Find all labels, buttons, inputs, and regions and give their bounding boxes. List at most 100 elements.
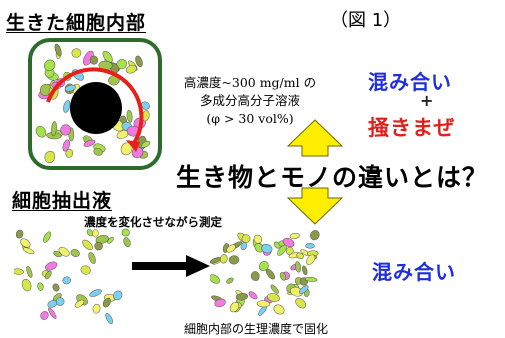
concentration-description: 高濃度~300 mg/ml の 多成分高分子溶液 (φ > 30 vol%) [170,74,330,128]
cell-illustration [28,38,162,170]
molecule-blob [92,229,99,238]
mixing-label-bottom: 混み合い [372,260,456,284]
concentration-line-3: (φ > 30 vol%) [206,111,294,126]
molecule-blob [26,266,33,278]
molecule-blob [71,48,82,58]
molecule-blob [253,234,263,244]
molecule-blob [82,239,93,251]
molecule-blob [241,234,251,244]
molecule-blob [22,247,35,254]
molecule-blob [88,252,96,264]
double-arrow-icon [286,119,344,225]
molecule-blob [305,243,315,249]
molecule-blob [92,303,101,314]
molecule-blob [54,43,62,57]
solidified-scatter [210,230,320,316]
process-arrow-icon [132,255,210,277]
mixing-label-top: 混み合い [368,70,452,94]
molecule-blob [95,234,109,244]
molecule-blob [37,282,44,291]
molecule-blob [256,300,271,308]
molecule-blob [102,297,111,308]
molecule-blob [310,230,320,241]
molecule-blob [70,249,80,257]
concentration-line-2: 多成分高分子溶液 [199,93,300,108]
molecule-blob [141,101,150,110]
molecule-blob [53,251,62,258]
molecule-blob [63,100,71,113]
molecule-blob [94,241,103,251]
extract-molecules [14,228,131,324]
molecule-blob [295,261,301,273]
molecule-blob [279,272,287,281]
plus-sign: + [420,91,434,110]
molecule-blob [52,283,60,292]
molecule-blob [135,55,143,68]
double-arrow-up-icon [286,119,344,157]
molecule-blob [296,252,304,260]
molecule-blob [228,255,240,265]
molecule-blob [44,270,52,280]
molecule-blob [60,124,71,136]
molecule-blob [266,269,275,280]
molecule-blob [83,139,96,147]
cell-extract-title: 細胞抽出液 [12,190,113,212]
molecule-blob [125,65,137,74]
molecule-blob [126,109,133,123]
molecule-blob [102,50,113,63]
figure-label: （図 1） [330,10,402,31]
molecule-blob [107,236,114,244]
molecule-blob [80,265,91,275]
molecule-blob [302,265,308,276]
molecule-blob [62,276,71,285]
cell-interior-title: 生きた細胞内部 [6,12,147,34]
measure-note: 濃度を変化させながら測定 [84,215,222,229]
molecule-blob [62,139,71,152]
molecule-blob [15,229,24,239]
molecule-blob [304,276,318,282]
molecule-blob [248,291,258,300]
molecule-blob [86,229,94,237]
stirring-label: 掻きまぜ [368,116,456,140]
molecule-blob [20,238,31,248]
molecule-blob [44,151,56,163]
molecule-blob [89,289,102,297]
molecule-blob [48,307,57,319]
extract-scatter [14,228,131,324]
concentration-line-1: 高濃度~300 mg/ml の [183,75,317,90]
main-question: 生き物とモノの違いとは？ [176,163,489,192]
molecule-blob [121,228,130,237]
molecule-blob [21,278,32,292]
molecule-blob [226,244,236,253]
molecule-blob [40,311,49,320]
molecule-blob [89,55,99,65]
molecule-blob [43,231,52,243]
molecule-blob [306,254,316,265]
molecule-blob [289,232,300,239]
molecule-blob [250,271,260,281]
molecule-blob [35,125,47,138]
circulation-arrowhead-icon [126,140,140,152]
molecule-blob [210,274,220,284]
molecule-blob [141,141,151,148]
molecule-blob [65,148,74,158]
molecule-blob [226,277,234,284]
molecule-blob [261,243,273,254]
molecule-blob [43,59,56,71]
solidified-molecules [210,230,320,316]
molecule-blob [210,257,221,264]
molecule-blob [105,313,113,324]
molecule-blob [51,121,57,137]
molecule-blob [93,148,103,156]
cell-nucleus [70,82,122,134]
molecule-blob [45,261,58,271]
molecule-blob [55,297,65,306]
double-arrow-down-icon [286,187,344,225]
molecule-blob [14,268,24,275]
circulation-arrow [46,67,144,148]
molecule-blob [282,237,295,248]
molecule-blob [299,285,309,294]
molecule-blob [295,298,307,309]
molecule-blob [214,298,226,308]
molecule-blob [113,290,123,301]
